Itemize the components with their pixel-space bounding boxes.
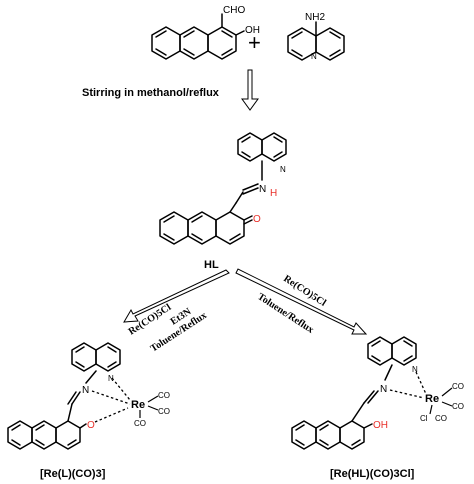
- pl-oxygen: O: [87, 420, 95, 431]
- plus-sign: +: [248, 30, 261, 55]
- reaction-arrow-left: [123, 269, 230, 323]
- n-label: N: [311, 52, 317, 61]
- reactant-aminoquinoline: NH2 N: [287, 12, 345, 61]
- ligand-oxygen: O: [253, 214, 261, 225]
- pl-ring-n: N: [108, 374, 114, 383]
- pr-hydroxyl: OH: [373, 420, 388, 431]
- reactant-anthraldehyde: CHO OH: [151, 5, 260, 60]
- cho-label: CHO: [223, 5, 245, 16]
- reaction-arrow-right: [235, 268, 368, 335]
- pr-cl: Cl: [420, 414, 428, 423]
- pr-ring-n: N: [412, 365, 418, 374]
- pr-co-1: CO: [452, 382, 464, 391]
- ligand-imine-n: N: [259, 184, 266, 195]
- ligand-hydrogen: H: [270, 188, 277, 199]
- pr-co-2: CO: [452, 402, 464, 411]
- pr-co-3: CO: [435, 414, 447, 423]
- pl-co-1: CO: [158, 391, 170, 400]
- nh2-label: NH2: [305, 12, 325, 23]
- ligand-ring-n: N: [280, 165, 286, 174]
- product-left: N N Re CO CO CO O [Re(L)(CO)3]: [7, 342, 170, 480]
- pl-re: Re: [131, 399, 145, 411]
- product-left-label: [Re(L)(CO)3]: [40, 468, 106, 480]
- oh-label: OH: [245, 25, 260, 36]
- pl-imine-n: N: [82, 385, 89, 396]
- product-right: N N Re CO CO CO Cl OH [Re(HL)(CO)3Cl]: [291, 336, 464, 480]
- pr-re: Re: [425, 393, 439, 405]
- pl-co-2: CO: [158, 407, 170, 416]
- reaction-arrow-1: [241, 69, 259, 111]
- ligand-label: HL: [204, 259, 219, 271]
- pr-imine-n: N: [380, 384, 387, 395]
- product-right-label: [Re(HL)(CO)3Cl]: [330, 468, 415, 480]
- pl-co-3: CO: [134, 419, 146, 428]
- step1-condition: Stirring in methanol/reflux: [82, 87, 220, 99]
- ligand-hl: N N H O HL: [159, 132, 287, 271]
